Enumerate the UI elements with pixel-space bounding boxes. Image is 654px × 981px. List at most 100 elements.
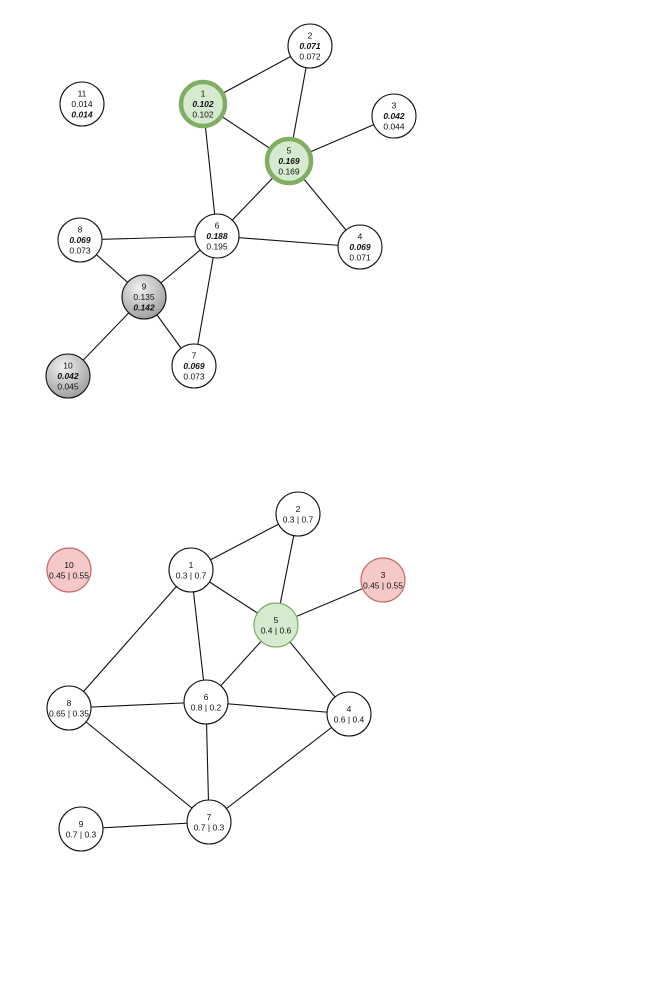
edge-6-4 — [205, 701, 350, 715]
node-9: 90.7 | 0.3 — [58, 806, 104, 852]
node-1-value-1: 0.3 | 0.7 — [176, 570, 207, 580]
node-2-circle — [287, 23, 333, 69]
node-10-value-1: 0.45 | 0.55 — [49, 570, 89, 580]
node-2: 20.3 | 0.7 — [275, 491, 321, 537]
node-3-value-2: 0.044 — [383, 122, 405, 132]
node-8-value-1: 0.069 — [69, 235, 91, 245]
node-7-id: 7 — [192, 351, 197, 361]
node-11-value-2: 0.014 — [71, 110, 93, 120]
node-2-value-2: 0.072 — [299, 52, 321, 62]
node-1-id: 1 — [201, 89, 206, 99]
node-3-id: 3 — [381, 570, 386, 580]
node-6: 60.8 | 0.2 — [183, 679, 229, 725]
node-10-value-2: 0.045 — [57, 382, 79, 392]
node-8-circle — [57, 217, 103, 263]
node-8: 80.65 | 0.35 — [46, 685, 92, 731]
node-4-circle — [326, 691, 372, 737]
node-7-id: 7 — [207, 812, 212, 822]
node-3-value-1: 0.45 | 0.55 — [363, 580, 403, 590]
node-4-value-1: 0.069 — [349, 242, 371, 252]
node-2-value-1: 0.071 — [299, 41, 321, 51]
node-1-circle — [178, 79, 228, 129]
node-10-id: 10 — [63, 361, 73, 371]
node-4-value-2: 0.071 — [349, 253, 371, 263]
node-7-value-2: 0.073 — [183, 372, 205, 382]
node-7-value-1: 0.7 | 0.3 — [194, 822, 225, 832]
edge-6-4 — [216, 235, 361, 248]
edge-1-8 — [68, 569, 192, 709]
node-3-circle — [360, 557, 406, 603]
node-11-id: 11 — [78, 89, 87, 99]
node-5-id: 5 — [287, 146, 292, 156]
node-9-value-2: 0.142 — [133, 303, 155, 313]
edge-6-8 — [79, 235, 218, 241]
node-5-circle — [253, 602, 299, 648]
node-9-value-1: 0.7 | 0.3 — [66, 829, 97, 839]
node-10-circle — [46, 547, 92, 593]
node-2-value-1: 0.3 | 0.7 — [283, 514, 314, 524]
node-9-id: 9 — [142, 282, 147, 292]
node-9-circle — [121, 274, 167, 320]
node-1: 10.3 | 0.7 — [168, 547, 214, 593]
node-1-value-1: 0.102 — [192, 99, 214, 109]
node-4-circle — [337, 224, 383, 270]
node-1-id: 1 — [189, 560, 194, 570]
edge-8-7 — [68, 707, 210, 823]
node-5-value-1: 0.169 — [278, 156, 300, 166]
node-5-value-1: 0.4 | 0.6 — [261, 625, 292, 635]
node-4-value-1: 0.6 | 0.4 — [334, 714, 365, 724]
node-10: 100.45 | 0.55 — [46, 547, 92, 593]
node-5: 50.4 | 0.6 — [253, 602, 299, 648]
node-8-value-1: 0.65 | 0.35 — [49, 708, 89, 718]
node-5-id: 5 — [274, 615, 279, 625]
node-1-value-2: 0.102 — [192, 110, 214, 120]
node-6-circle — [194, 213, 240, 259]
node-2-circle — [275, 491, 321, 537]
node-9-id: 9 — [79, 819, 84, 829]
node-6-value-1: 0.188 — [206, 231, 228, 241]
node-4-id: 4 — [358, 232, 363, 242]
node-8-id: 8 — [78, 225, 83, 235]
edge-6-8 — [68, 701, 207, 709]
node-9-value-1: 0.135 — [133, 292, 155, 302]
graph-bottom-edges — [68, 513, 384, 830]
node-4-id: 4 — [347, 704, 352, 714]
node-9-circle — [58, 806, 104, 852]
node-5-value-2: 0.169 — [278, 167, 300, 177]
node-7-circle — [186, 799, 232, 845]
node-2-id: 2 — [296, 504, 301, 514]
node-11-value-1: 0.014 — [71, 99, 93, 109]
node-10-circle — [45, 353, 91, 399]
node-8-value-2: 0.073 — [69, 246, 91, 256]
node-4: 40.6 | 0.4 — [326, 691, 372, 737]
node-6-value-1: 0.8 | 0.2 — [191, 702, 222, 712]
node-11-circle — [59, 81, 105, 127]
node-7: 70.7 | 0.3 — [186, 799, 232, 845]
node-3-circle — [371, 93, 417, 139]
node-2-id: 2 — [308, 31, 313, 41]
graph-top-nodes: 10.1020.10220.0710.07230.0420.04440.0690… — [45, 23, 417, 399]
node-6-circle — [183, 679, 229, 725]
node-5-circle — [264, 136, 314, 186]
node-6-id: 6 — [215, 221, 220, 231]
graph-top: 10.1020.10220.0710.07230.0420.04440.0690… — [45, 23, 417, 399]
node-6-id: 6 — [204, 692, 209, 702]
node-1-circle — [168, 547, 214, 593]
node-10-value-1: 0.042 — [57, 371, 79, 381]
node-3-value-1: 0.042 — [383, 111, 405, 121]
node-3-id: 3 — [392, 101, 397, 111]
edge-7-4 — [208, 713, 350, 823]
node-7-circle — [171, 343, 217, 389]
